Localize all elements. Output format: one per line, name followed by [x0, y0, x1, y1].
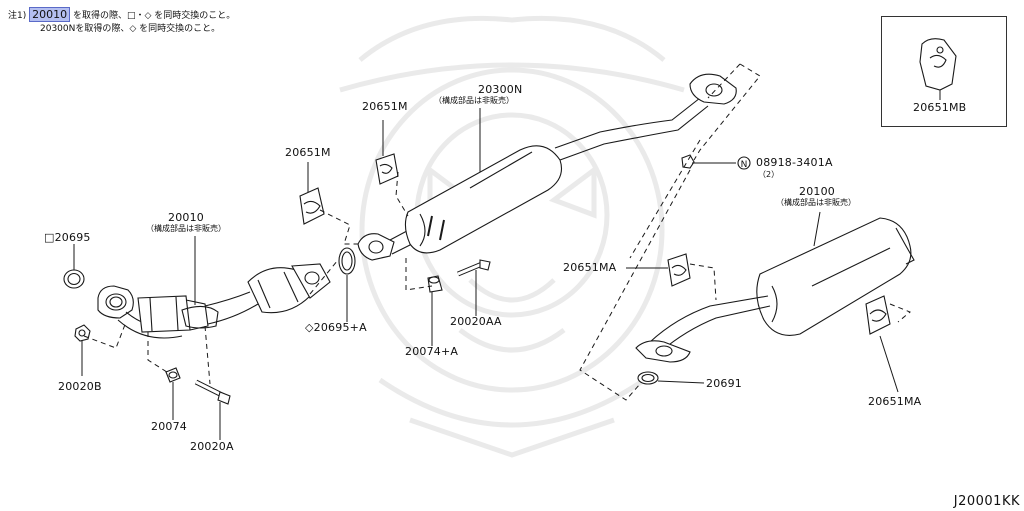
center-muffler-20300N[interactable] — [357, 73, 737, 261]
stud-20020A[interactable] — [194, 379, 231, 405]
label-20100[interactable]: 20100 — [799, 185, 835, 198]
gasket-ring-20691[interactable] — [637, 371, 659, 385]
label-bolt-number[interactable]: 08918-3401A — [756, 156, 833, 169]
label-20651MA-lower[interactable]: 20651MA — [868, 395, 922, 408]
rubber-hanger-20651MB[interactable] — [919, 38, 957, 91]
bolt-circle-letter: N — [741, 160, 748, 170]
nut-20020B[interactable] — [74, 324, 91, 342]
assembly-dashed-lines — [83, 63, 911, 401]
label-20651MB[interactable]: 20651MB — [913, 101, 967, 114]
label-20074A[interactable]: 20074+A — [405, 345, 459, 358]
plug-20074[interactable] — [165, 367, 181, 383]
gasket-ring-20695[interactable] — [63, 269, 85, 289]
rubber-hanger-20651MA-lower[interactable] — [865, 295, 891, 335]
label-20074[interactable]: 20074 — [151, 420, 187, 433]
label-20300N[interactable]: 20300N — [478, 83, 523, 96]
label-20020A[interactable]: 20020A — [190, 440, 234, 453]
note-line-1: 注1) 20010 を取得の際、□・◇ を同時交換のこと。 — [8, 7, 236, 22]
rubber-hanger-20651M-lower[interactable] — [299, 187, 325, 225]
note-line-2: 20300Nを取得の際、◇ を同時交換のこと。 — [40, 24, 221, 34]
bolt-20020AA[interactable] — [457, 259, 491, 277]
label-20010-note: （構成部品は非販売） — [146, 224, 226, 233]
inset-box — [881, 16, 1007, 127]
note-line-1-text: を取得の際、□・◇ を同時交換のこと。 — [73, 11, 236, 21]
rubber-hanger-20651MA-upper[interactable] — [667, 253, 691, 287]
label-20100-note: （構成部品は非販売） — [776, 198, 856, 207]
rubber-hanger-20651M-upper[interactable] — [375, 153, 399, 185]
label-20651MA-upper[interactable]: 20651MA — [563, 261, 617, 274]
bolt-08918-3401A[interactable] — [681, 154, 695, 169]
diagram-code: J20001KK — [953, 494, 1020, 509]
label-20695A[interactable]: ◇20695+A — [305, 321, 367, 334]
label-20020B[interactable]: 20020B — [58, 380, 102, 393]
label-20651M-lower[interactable]: 20651M — [285, 146, 331, 159]
label-20020AA[interactable]: 20020AA — [450, 315, 502, 328]
label-20651M-upper[interactable]: 20651M — [362, 100, 408, 113]
label-20695[interactable]: □20695 — [44, 231, 91, 244]
label-20010[interactable]: 20010 — [168, 211, 204, 224]
note-highlight-part[interactable]: 20010 — [29, 7, 71, 22]
front-pipe-catalyst-20010[interactable] — [97, 263, 331, 339]
n-circle-icon — [737, 156, 751, 170]
leader-lines — [73, 90, 941, 440]
note-prefix: 注1) — [8, 11, 27, 21]
label-20691[interactable]: 20691 — [706, 377, 742, 390]
main-muffler-20100[interactable] — [635, 217, 915, 363]
label-bolt-qty: （2） — [758, 170, 780, 179]
gasket-20695A[interactable] — [338, 247, 356, 275]
label-20300N-note: （構成部品は非販売） — [434, 96, 514, 105]
plug-20074A[interactable] — [427, 275, 443, 293]
